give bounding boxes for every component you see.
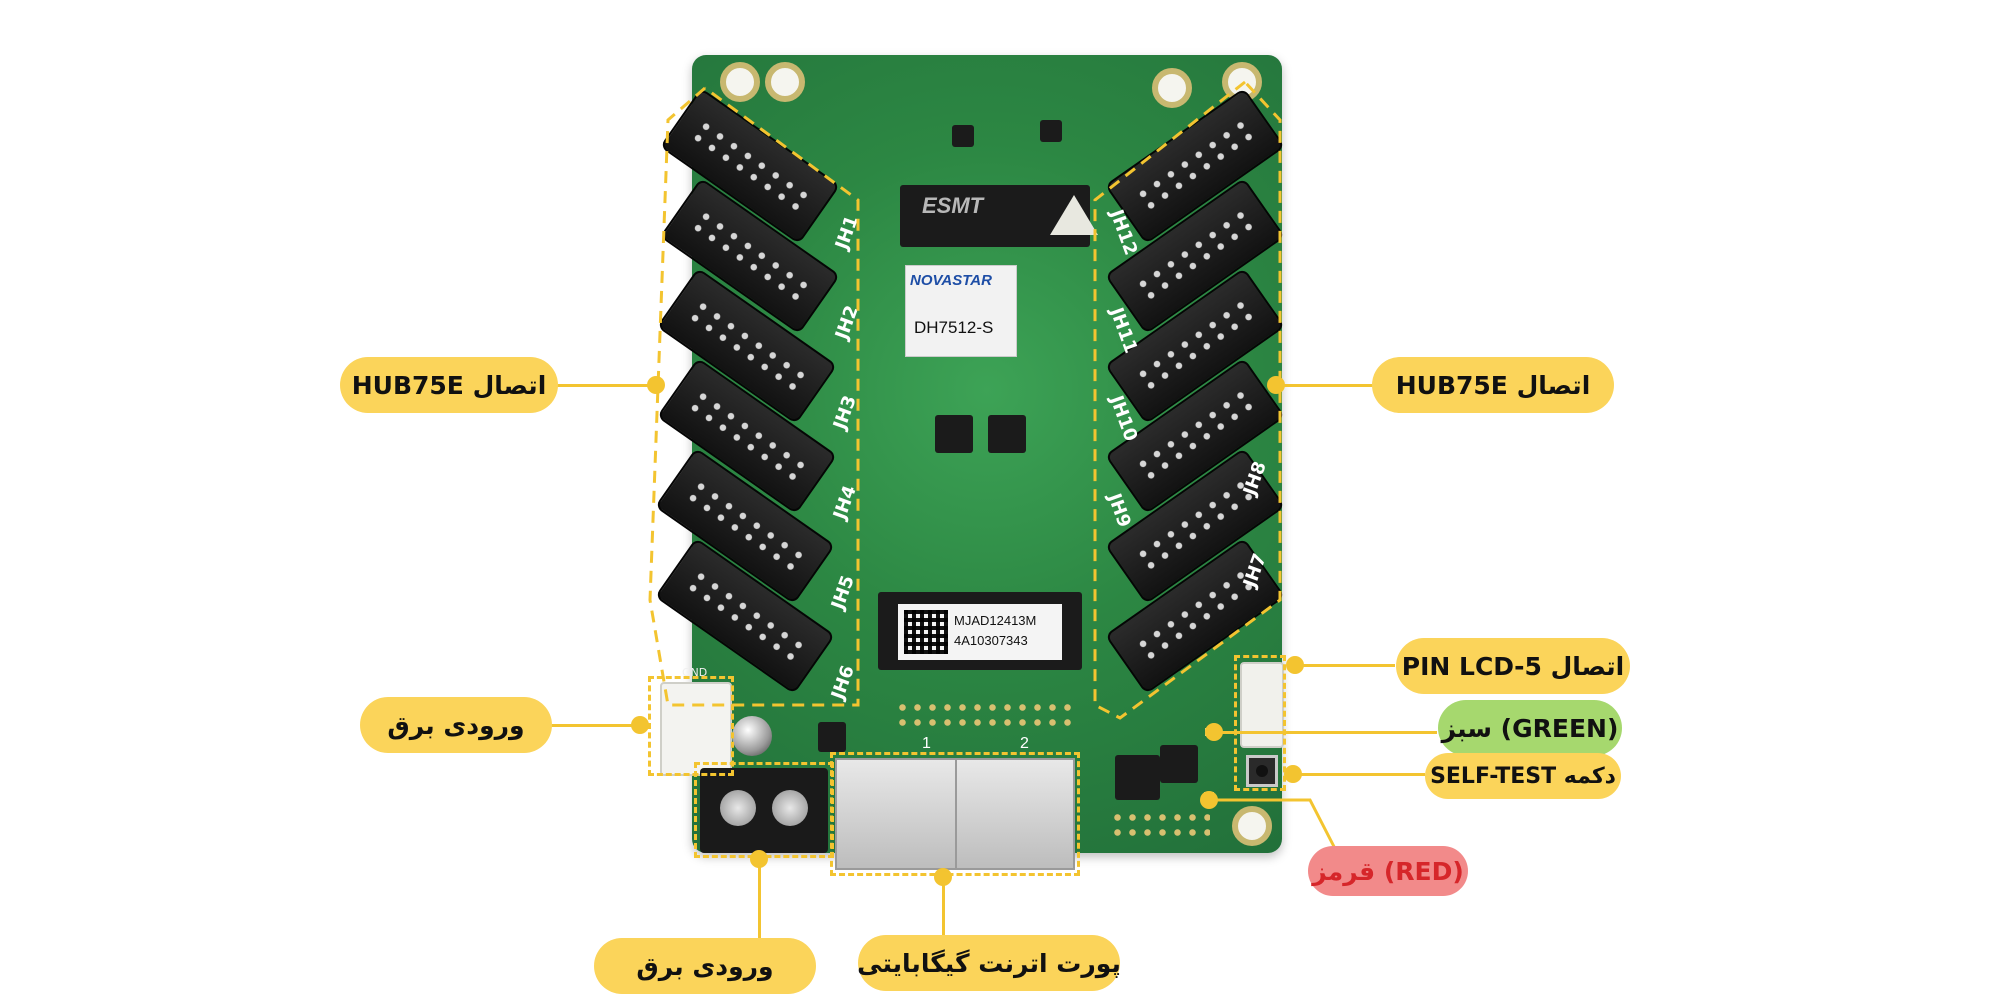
terminal-screw [720, 790, 756, 826]
self-test-button[interactable] [1246, 755, 1278, 787]
ic-chip [952, 125, 974, 147]
power-bottom-connector-dot [750, 850, 768, 868]
self-test-button-cap [1256, 765, 1268, 777]
serial-line-1: MJAD12413M [954, 613, 1037, 628]
ethernet-connector-line [942, 876, 945, 938]
serial-line-2: 4A10307343 [954, 633, 1028, 648]
power-input-bottom-label: ورودی برق [594, 938, 816, 994]
green-led-label: (GREEN) سبز [1438, 700, 1622, 756]
ethernet-port-divider [955, 760, 957, 868]
ethernet-outline [830, 752, 1080, 876]
ic-chip [818, 722, 846, 752]
ethernet-port-1-label: 1 [922, 735, 931, 752]
brand-name: NOVASTAR [910, 272, 992, 289]
red-led-label: (RED) قرمز [1308, 846, 1468, 896]
power-left-connector-line [520, 724, 640, 727]
capacitor [732, 716, 772, 756]
serial-sticker: MJAD12413M 4A10307343 [898, 604, 1062, 660]
hub-right-connector-dot [1267, 376, 1285, 394]
mounting-hole [720, 62, 760, 102]
model-name: DH7512-S [914, 318, 994, 337]
processor-chip [988, 415, 1026, 453]
qr-code-icon [904, 610, 948, 654]
warning-triangle-icon [1050, 195, 1098, 235]
self-test-connector-dot [1284, 765, 1302, 783]
power-bottom-connector-line [758, 858, 761, 938]
processor-chip [935, 415, 973, 453]
hub-right-outline-path [1093, 80, 1282, 720]
power-connector-white [660, 682, 732, 776]
lcd-connector-dot [1286, 656, 1304, 674]
red-led-connector-dot [1200, 791, 1218, 809]
hub75e-right-label: اتصال HUB75E [1372, 357, 1614, 413]
hub-left-connector-line [550, 384, 656, 387]
hub-right-connector-line [1276, 384, 1380, 387]
lcd-5pin-label: اتصال 5-PIN LCD [1396, 638, 1630, 694]
gigabit-ethernet-label: پورت اترنت گیگابایتی [857, 935, 1121, 991]
pin-header-row [895, 700, 1075, 730]
memory-chip-brand: ESMT [922, 193, 984, 218]
power-left-connector-dot [631, 716, 649, 734]
hub-left-connector-dot [647, 376, 665, 394]
green-led-connector-line [1215, 731, 1437, 734]
power-input-left-label: ورودی برق [360, 697, 552, 753]
self-test-connector-line [1292, 773, 1425, 776]
ic-chip [1115, 755, 1160, 800]
lcd-connector-line [1295, 664, 1395, 667]
ic-chip [1040, 120, 1062, 142]
mounting-hole [1152, 68, 1192, 108]
power-connector-outline [648, 676, 734, 776]
lcd-outline [1234, 655, 1286, 791]
terminal-screw [772, 790, 808, 826]
gnd-silkscreen: GND [682, 666, 708, 679]
ethernet-port-block [835, 758, 1075, 870]
pin-header-bottom [1110, 810, 1210, 840]
ethernet-port-2-label: 2 [1020, 735, 1029, 752]
self-test-button-label: دکمه SELF-TEST [1425, 753, 1621, 799]
mounting-hole [1232, 806, 1272, 846]
brand-label: NOVASTAR DH7512-S [905, 265, 1017, 357]
ethernet-connector-dot [934, 868, 952, 886]
hub-left-outline-path [648, 86, 860, 707]
green-led-connector-dot [1205, 723, 1223, 741]
ic-chip [1160, 745, 1198, 783]
mounting-hole [765, 62, 805, 102]
hub75e-left-label: اتصال HUB75E [340, 357, 558, 413]
red-led-connector-path [1212, 798, 1347, 869]
flash-module: MJAD12413M 4A10307343 [878, 592, 1082, 670]
power-terminal-block [700, 768, 828, 853]
